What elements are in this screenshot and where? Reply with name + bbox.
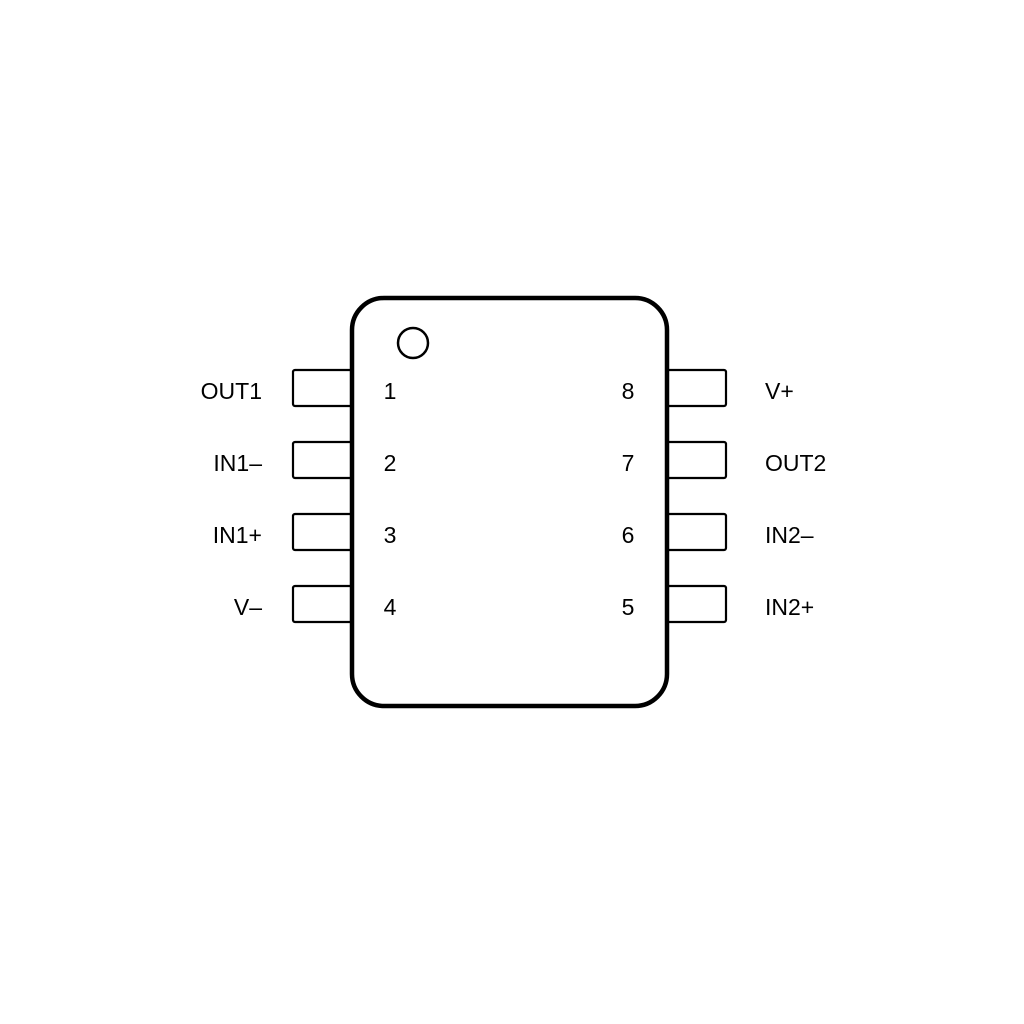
pin-5-label: IN2+ [765, 594, 814, 620]
pin-8-lead [668, 368, 728, 408]
package-body [349, 295, 670, 709]
pin-8-number: 8 [622, 378, 635, 404]
pin-5-lead [668, 584, 728, 624]
pin-4-label: V– [234, 594, 262, 620]
pin-7-number: 7 [622, 450, 635, 476]
pin1-indicator-dot [396, 326, 430, 360]
pin-3-number: 3 [384, 522, 397, 548]
pin-8-label: V+ [765, 378, 794, 404]
pin-2-number: 2 [384, 450, 397, 476]
pin-1-number: 1 [384, 378, 397, 404]
pin-4-number: 4 [384, 594, 397, 620]
pin-5-number: 5 [622, 594, 635, 620]
pin-2-lead [291, 440, 351, 480]
pin-6-lead [668, 512, 728, 552]
pin-4-lead [291, 584, 351, 624]
pin-3-label: IN1+ [213, 522, 262, 548]
pin-6-label: IN2– [765, 522, 814, 548]
pin-1-label: OUT1 [201, 378, 262, 404]
pin-7-label: OUT2 [765, 450, 826, 476]
pin-3-lead [291, 512, 351, 552]
left-pins: OUT1 IN1– IN1+ V– 1 2 3 4 [201, 368, 397, 624]
right-pins: V+ OUT2 IN2– IN2+ 8 7 6 5 [622, 368, 826, 624]
pin-1-lead [291, 368, 351, 408]
pin-2-label: IN1– [213, 450, 262, 476]
pin-7-lead [668, 440, 728, 480]
pin-6-number: 6 [622, 522, 635, 548]
